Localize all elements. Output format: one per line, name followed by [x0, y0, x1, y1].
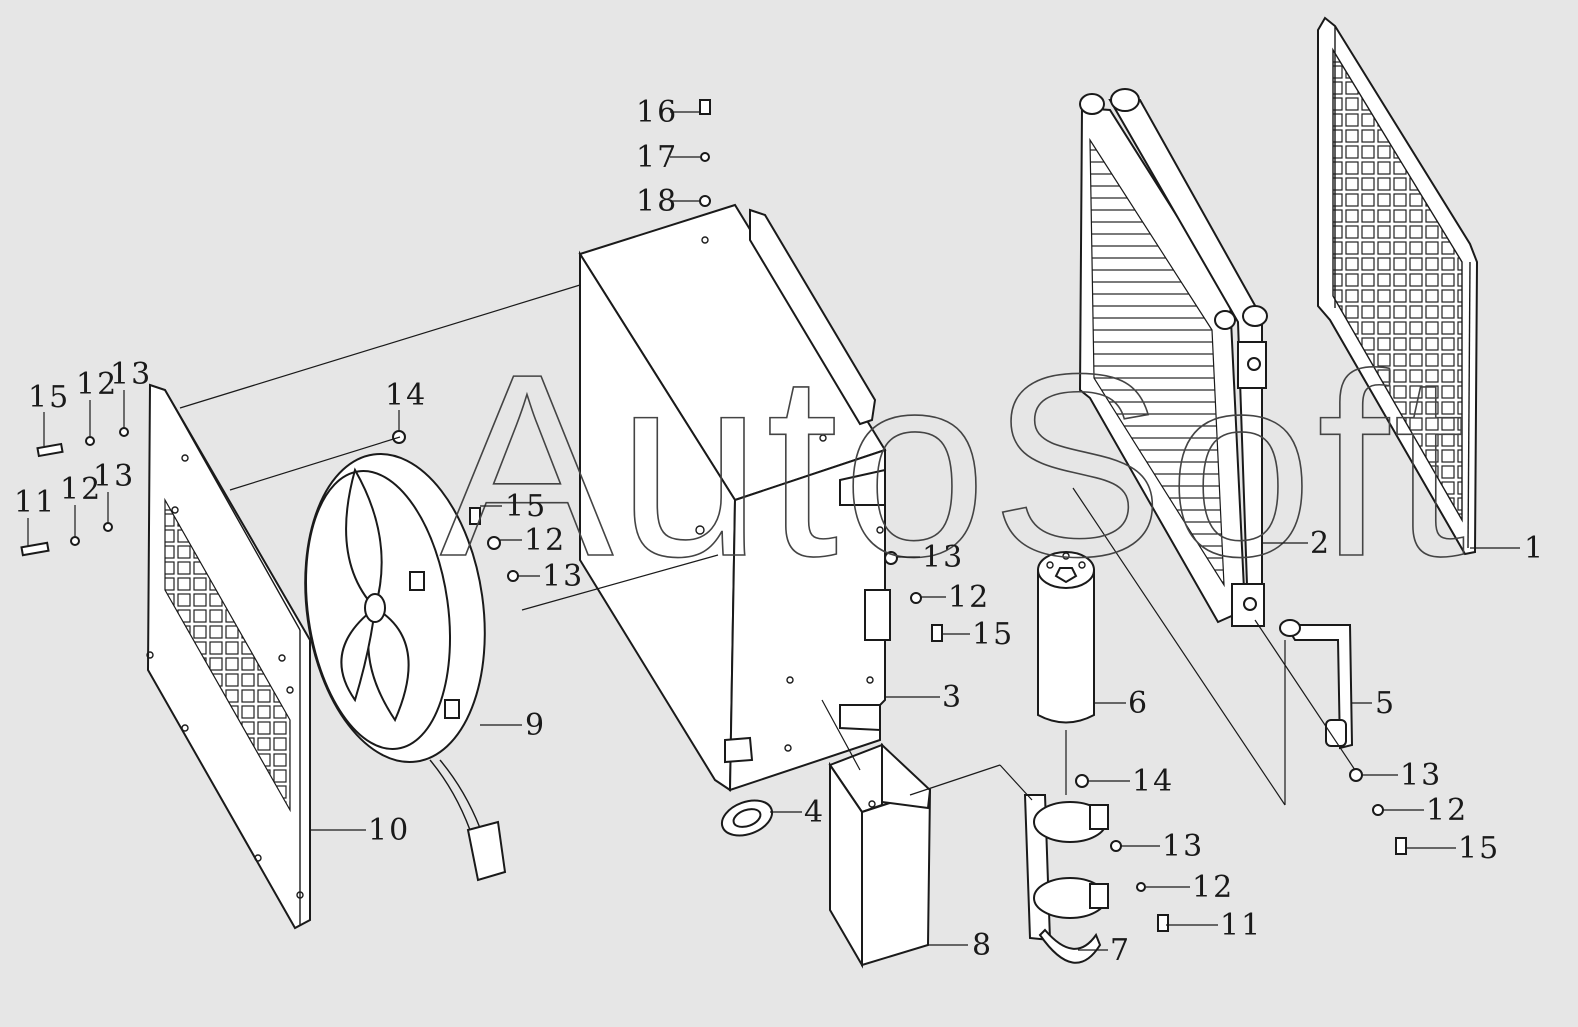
callout-label: 12: [524, 523, 566, 558]
callout-label: 6: [1128, 686, 1149, 721]
part-1-grille-frame: [1317, 16, 1479, 556]
callout-label: 13: [110, 357, 152, 392]
callout-label: 15: [505, 489, 547, 524]
callout-label: 4: [804, 795, 825, 830]
callout-label: 13: [1400, 758, 1442, 793]
callout-label: 17: [636, 140, 678, 175]
callout-label: 11: [14, 485, 56, 520]
callout-label: 15: [28, 380, 70, 415]
callout-label: 18: [636, 184, 678, 219]
part-6-receiver-drier: [1037, 551, 1095, 724]
callout-label: 2: [1310, 526, 1331, 561]
callout-label: 14: [1132, 764, 1174, 799]
part-4-grommet: [720, 799, 774, 837]
callout-label: 14: [385, 378, 427, 413]
callout-label: 7: [1110, 933, 1131, 968]
callout-label: 10: [368, 813, 410, 848]
callout-label: 11: [1220, 908, 1262, 943]
callout-label: 1: [1524, 531, 1545, 566]
part-8-cover-plate: [828, 742, 932, 969]
callout-label: 8: [972, 928, 993, 963]
callout-label: 12: [948, 580, 990, 615]
callout-label: 12: [1426, 793, 1468, 828]
callout-label: 12: [60, 472, 102, 507]
callout-label: 3: [942, 680, 963, 715]
callout-label: 5: [1375, 686, 1396, 721]
callout-label: 13: [542, 559, 584, 594]
callout-label: 13: [93, 459, 135, 494]
part-7-clamp-bracket: [1023, 794, 1109, 964]
part-5-pipe: [1279, 619, 1354, 750]
callout-label: 12: [76, 367, 118, 402]
callouts: 1 2 3 4 5 6 7 8 9 10 11 11 12 12 12 12: [14, 95, 1545, 968]
callout-label: 12: [1192, 870, 1234, 905]
callout-label: 15: [972, 617, 1014, 652]
callout-label: 13: [1162, 829, 1204, 864]
assembly-lines: [179, 284, 1356, 806]
callout-label: 16: [636, 95, 678, 130]
part-10-grille-panel: [146, 383, 311, 930]
callout-label: 15: [1458, 831, 1500, 866]
part-3-housing: [578, 203, 891, 792]
watermark: AutoSoft: [440, 321, 1469, 611]
part-9-fan-assembly: [304, 453, 507, 882]
part-2-condenser: [1078, 88, 1268, 627]
callout-label: 13: [922, 540, 964, 575]
callout-label: 9: [525, 708, 546, 743]
